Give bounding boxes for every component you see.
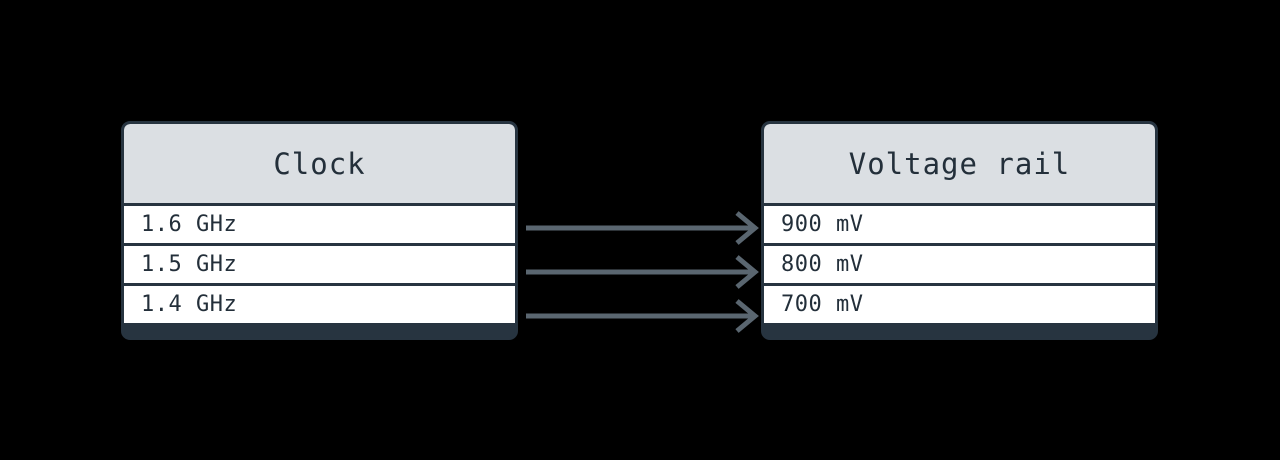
entity-voltage-rail-row-2-label: 700 mV — [781, 292, 864, 317]
entity-clock-row-2[interactable]: 1.4 GHz — [124, 286, 515, 323]
entity-voltage-rail-rows: 900 mV 800 mV 700 mV — [764, 203, 1155, 337]
entity-voltage-rail[interactable]: Voltage rail 900 mV 800 mV 700 mV — [761, 121, 1158, 340]
entity-voltage-rail-title: Voltage rail — [764, 124, 1155, 203]
entity-clock[interactable]: Clock 1.6 GHz 1.5 GHz 1.4 GHz — [121, 121, 518, 340]
connection-arrow-1 — [526, 255, 759, 289]
entity-voltage-rail-row-1-label: 800 mV — [781, 252, 864, 277]
entity-clock-row-1[interactable]: 1.5 GHz — [124, 246, 515, 283]
entity-clock-row-1-label: 1.5 GHz — [141, 252, 238, 277]
entity-voltage-rail-row-0[interactable]: 900 mV — [764, 206, 1155, 243]
entity-clock-row-0[interactable]: 1.6 GHz — [124, 206, 515, 243]
entity-voltage-rail-row-0-label: 900 mV — [781, 212, 864, 237]
entity-clock-rows: 1.6 GHz 1.5 GHz 1.4 GHz — [124, 203, 515, 337]
entity-voltage-rail-row-2[interactable]: 700 mV — [764, 286, 1155, 323]
entity-clock-row-2-label: 1.4 GHz — [141, 292, 238, 317]
connection-arrow-2 — [526, 299, 759, 333]
entity-clock-title: Clock — [124, 124, 515, 203]
entity-clock-row-0-label: 1.6 GHz — [141, 212, 238, 237]
connection-arrow-0 — [526, 211, 759, 245]
entity-voltage-rail-row-1[interactable]: 800 mV — [764, 246, 1155, 283]
